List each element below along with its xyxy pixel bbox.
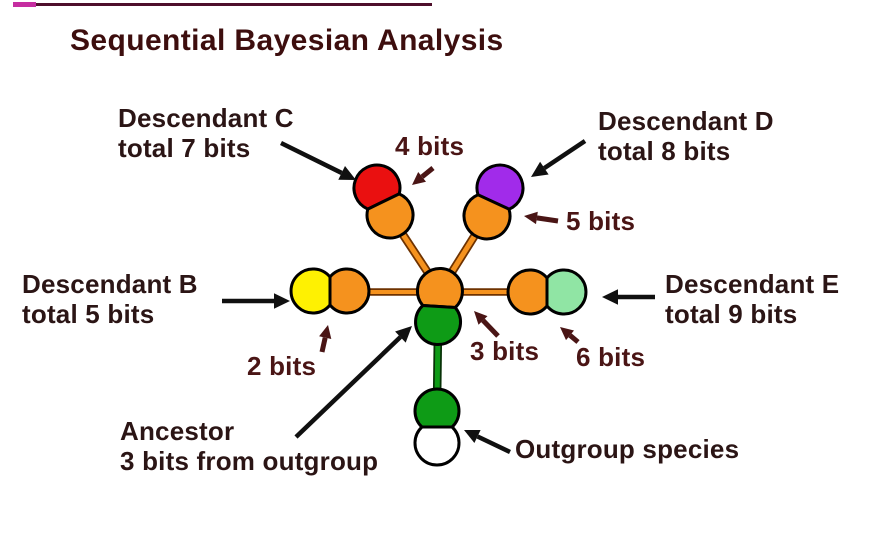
node-descendant-e-orange — [506, 268, 549, 316]
label-ancestor: Ancestor 3 bits from outgroup — [120, 416, 379, 476]
label-descendant-d: Descendant D total 8 bits — [598, 106, 774, 166]
label-descendant-c: Descendant C total 7 bits — [118, 103, 294, 163]
arrow-head-bits-3 — [474, 311, 488, 325]
arrow-head-to-descendant-b — [274, 293, 290, 309]
arrow-head-bits-2 — [319, 325, 332, 339]
arrow-head-to-descendant-e — [602, 289, 618, 305]
arrow-head-bits-6 — [560, 327, 574, 341]
arrow-head-to-outgroup — [464, 430, 481, 443]
node-descendant-b-orange — [328, 267, 371, 315]
arrow-shaft-bits-4 — [420, 166, 435, 179]
node-descendant-b-yellow — [289, 267, 332, 315]
slide-title: Sequential Bayesian Analysis — [70, 24, 504, 57]
label-bits-branch-e: 6 bits — [576, 342, 646, 372]
label-bits-branch-d: 5 bits — [566, 206, 636, 236]
node-descendant-c-orange — [365, 192, 415, 240]
label-bits-branch-b: 2 bits — [247, 351, 317, 381]
arrow-shaft-to-outgroup — [476, 434, 511, 455]
arrow-shaft-bits-5 — [536, 215, 559, 224]
node-outgroup-green — [413, 387, 461, 429]
label-descendant-b: Descendant B total 5 bits — [22, 269, 198, 329]
arrow-head-to-descendant-c — [338, 166, 356, 180]
arrow-head-to-ancestor — [395, 326, 412, 343]
node-ancestor-green — [414, 304, 463, 347]
label-descendant-e: Descendant E total 9 bits — [665, 269, 840, 329]
label-bits-center: 3 bits — [470, 336, 540, 366]
label-outgroup-species: Outgroup species — [515, 434, 740, 464]
arrow-shaft-bits-6 — [568, 333, 580, 344]
node-descendant-d-orange — [462, 193, 512, 241]
label-bits-branch-c: 4 bits — [395, 131, 465, 161]
arrow-shaft-bits-2 — [319, 337, 328, 353]
arrow-head-to-descendant-d — [531, 161, 549, 177]
node-descendant-e-light_green — [545, 268, 588, 316]
arrow-head-bits-5 — [524, 211, 538, 225]
border-mark-0 — [13, 2, 36, 7]
arrow-shaft-to-descendant-d — [543, 139, 587, 170]
node-outgroup-white — [413, 425, 461, 467]
border-mark-1 — [36, 3, 432, 6]
node-ancestor-orange — [415, 266, 464, 309]
arrow-shaft-to-ancestor — [294, 335, 402, 439]
arrow-shaft-bits-3 — [481, 318, 500, 338]
arrow-shaft-to-descendant-c — [280, 140, 343, 175]
arrow-head-bits-4 — [412, 172, 426, 185]
